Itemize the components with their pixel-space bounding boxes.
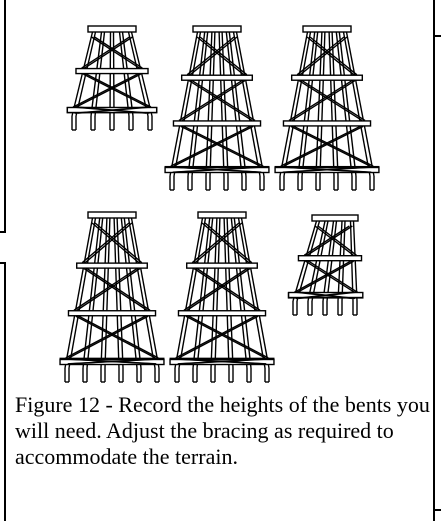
trestle-bent: [66, 25, 158, 131]
trestle-bent: [164, 25, 270, 191]
figure-caption: Figure 12 - Record the heights of the be…: [15, 392, 430, 469]
trestle-bent: [287, 214, 364, 316]
trestle-bent: [274, 25, 380, 191]
trestle-bent: [169, 211, 275, 383]
trestle-bent: [59, 211, 165, 383]
